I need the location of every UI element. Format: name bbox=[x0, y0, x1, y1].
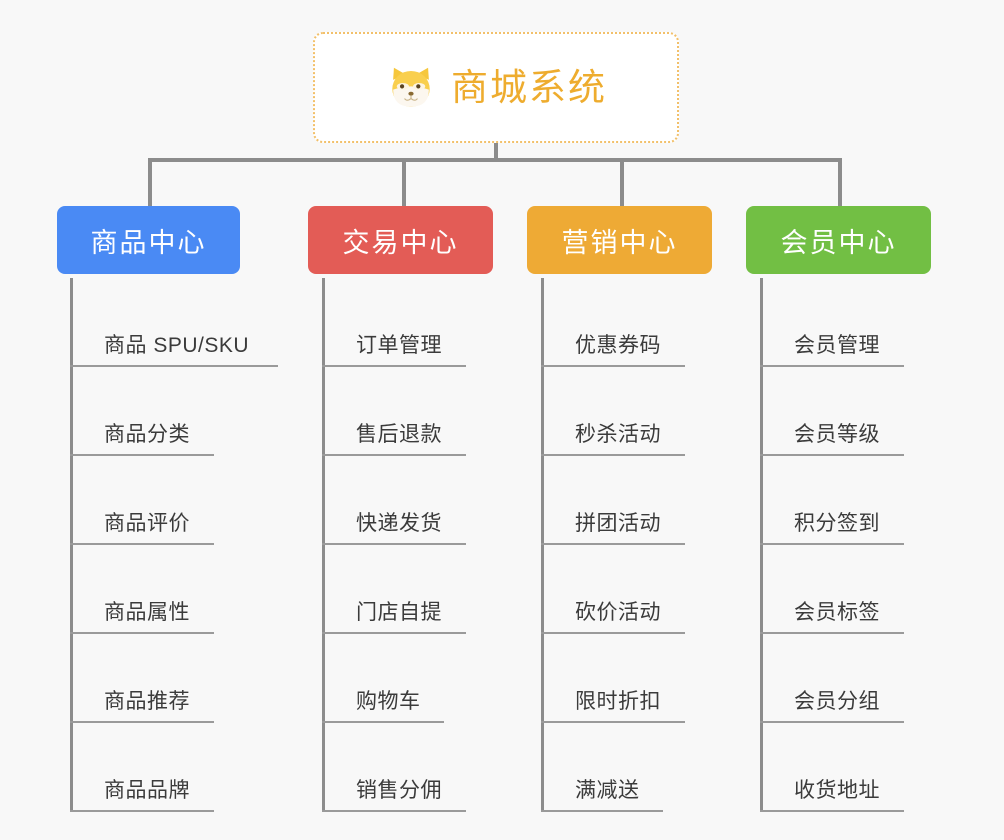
category-box-trade-center[interactable]: 交易中心 bbox=[308, 206, 493, 274]
page-title: 商城系统 bbox=[451, 67, 607, 108]
leaf-underline bbox=[70, 810, 214, 812]
leaf-underline bbox=[322, 365, 466, 367]
leaf-underline bbox=[322, 721, 444, 723]
leaf-column-member-center: 会员管理 会员等级 积分签到 会员标签 会员分组 收货地址 bbox=[760, 278, 904, 812]
leaf-item[interactable]: 会员管理 bbox=[760, 278, 904, 367]
category-title: 会员中心 bbox=[780, 227, 897, 258]
leaf-item[interactable]: 限时折扣 bbox=[541, 634, 685, 723]
leaf-underline bbox=[760, 721, 904, 723]
leaf-label: 商品 SPU/SKU bbox=[104, 334, 250, 357]
leaf-column-product-center: 商品 SPU/SKU 商品分类 商品评价 商品属性 商品推荐 商品品牌 bbox=[70, 278, 278, 812]
leaf-underline bbox=[760, 365, 904, 367]
leaf-underline bbox=[322, 810, 466, 812]
leaf-underline bbox=[70, 365, 278, 367]
leaf-label: 销售分佣 bbox=[356, 779, 442, 802]
connector-root-stem bbox=[494, 143, 498, 160]
leaf-label: 商品分类 bbox=[104, 423, 190, 446]
leaf-underline bbox=[322, 454, 466, 456]
leaf-item[interactable]: 会员标签 bbox=[760, 545, 904, 634]
leaf-underline bbox=[541, 632, 685, 634]
leaf-underline bbox=[760, 632, 904, 634]
shiba-dog-icon bbox=[392, 67, 430, 107]
connector-horizontal-bus bbox=[150, 158, 840, 162]
leaf-item[interactable]: 拼团活动 bbox=[541, 456, 685, 545]
leaf-label: 秒杀活动 bbox=[575, 423, 661, 446]
leaf-item[interactable]: 商品推荐 bbox=[70, 634, 249, 723]
leaf-underline bbox=[70, 632, 214, 634]
leaf-label: 满减送 bbox=[575, 779, 640, 802]
category-title: 交易中心 bbox=[342, 227, 459, 258]
leaf-label: 售后退款 bbox=[356, 423, 442, 446]
leaf-label: 积分签到 bbox=[794, 512, 880, 535]
leaf-rail bbox=[760, 278, 763, 812]
leaf-item[interactable]: 会员分组 bbox=[760, 634, 904, 723]
leaf-label: 订单管理 bbox=[356, 334, 442, 357]
leaf-item[interactable]: 销售分佣 bbox=[322, 723, 466, 812]
leaf-column-trade-center: 订单管理 售后退款 快递发货 门店自提 购物车 销售分佣 bbox=[322, 278, 466, 812]
leaf-underline bbox=[322, 543, 466, 545]
leaf-item[interactable]: 商品评价 bbox=[70, 456, 249, 545]
leaf-label: 门店自提 bbox=[356, 601, 442, 624]
category-title: 商品中心 bbox=[90, 227, 207, 258]
leaf-underline bbox=[70, 543, 214, 545]
leaf-label: 商品评价 bbox=[104, 512, 190, 535]
leaf-rail bbox=[70, 278, 73, 812]
leaf-item[interactable]: 购物车 bbox=[322, 634, 444, 723]
connector-drop-3 bbox=[620, 158, 624, 206]
leaf-label: 砍价活动 bbox=[575, 601, 661, 624]
leaf-label: 商品推荐 bbox=[104, 690, 190, 713]
leaf-item[interactable]: 积分签到 bbox=[760, 456, 904, 545]
leaf-underline bbox=[541, 454, 685, 456]
connector-drop-2 bbox=[402, 158, 406, 206]
leaf-item[interactable]: 商品品牌 bbox=[70, 723, 249, 812]
leaf-item[interactable]: 快递发货 bbox=[322, 456, 466, 545]
category-box-marketing-center[interactable]: 营销中心 bbox=[527, 206, 712, 274]
category-box-member-center[interactable]: 会员中心 bbox=[746, 206, 931, 274]
leaf-underline bbox=[760, 543, 904, 545]
leaf-label: 优惠券码 bbox=[575, 334, 661, 357]
leaf-underline bbox=[322, 632, 466, 634]
leaf-item[interactable]: 门店自提 bbox=[322, 545, 466, 634]
leaf-underline bbox=[541, 721, 685, 723]
category-box-product-center[interactable]: 商品中心 bbox=[57, 206, 240, 274]
leaf-item[interactable]: 满减送 bbox=[541, 723, 663, 812]
category-title: 营销中心 bbox=[561, 227, 678, 258]
leaf-label: 会员等级 bbox=[794, 423, 880, 446]
leaf-label: 购物车 bbox=[356, 690, 421, 713]
leaf-item[interactable]: 商品属性 bbox=[70, 545, 249, 634]
leaf-label: 会员分组 bbox=[794, 690, 880, 713]
connector-drop-1 bbox=[148, 158, 152, 206]
leaf-item[interactable]: 秒杀活动 bbox=[541, 367, 685, 456]
leaf-label: 商品属性 bbox=[104, 601, 190, 624]
leaf-column-marketing-center: 优惠券码 秒杀活动 拼团活动 砍价活动 限时折扣 满减送 bbox=[541, 278, 685, 812]
leaf-underline bbox=[760, 810, 904, 812]
leaf-label: 快递发货 bbox=[356, 512, 442, 535]
leaf-item[interactable]: 售后退款 bbox=[322, 367, 466, 456]
leaf-underline bbox=[541, 365, 685, 367]
leaf-label: 商品品牌 bbox=[104, 779, 190, 802]
leaf-label: 会员管理 bbox=[794, 334, 880, 357]
leaf-label: 限时折扣 bbox=[575, 690, 661, 713]
leaf-underline bbox=[541, 810, 663, 812]
leaf-underline bbox=[760, 454, 904, 456]
leaf-label: 会员标签 bbox=[794, 601, 880, 624]
leaf-underline bbox=[541, 543, 685, 545]
leaf-underline bbox=[70, 721, 214, 723]
leaf-rail bbox=[541, 278, 544, 812]
leaf-item[interactable]: 优惠券码 bbox=[541, 278, 685, 367]
leaf-item[interactable]: 收货地址 bbox=[760, 723, 904, 812]
leaf-item[interactable]: 订单管理 bbox=[322, 278, 466, 367]
leaf-item[interactable]: 商品 SPU/SKU bbox=[70, 278, 278, 367]
leaf-item[interactable]: 会员等级 bbox=[760, 367, 904, 456]
leaf-label: 收货地址 bbox=[794, 779, 880, 802]
root-node[interactable]: 商城系统 bbox=[313, 32, 679, 143]
leaf-item[interactable]: 商品分类 bbox=[70, 367, 249, 456]
leaf-rail bbox=[322, 278, 325, 812]
leaf-label: 拼团活动 bbox=[575, 512, 661, 535]
leaf-underline bbox=[70, 454, 214, 456]
leaf-item[interactable]: 砍价活动 bbox=[541, 545, 685, 634]
connector-drop-4 bbox=[838, 158, 842, 206]
